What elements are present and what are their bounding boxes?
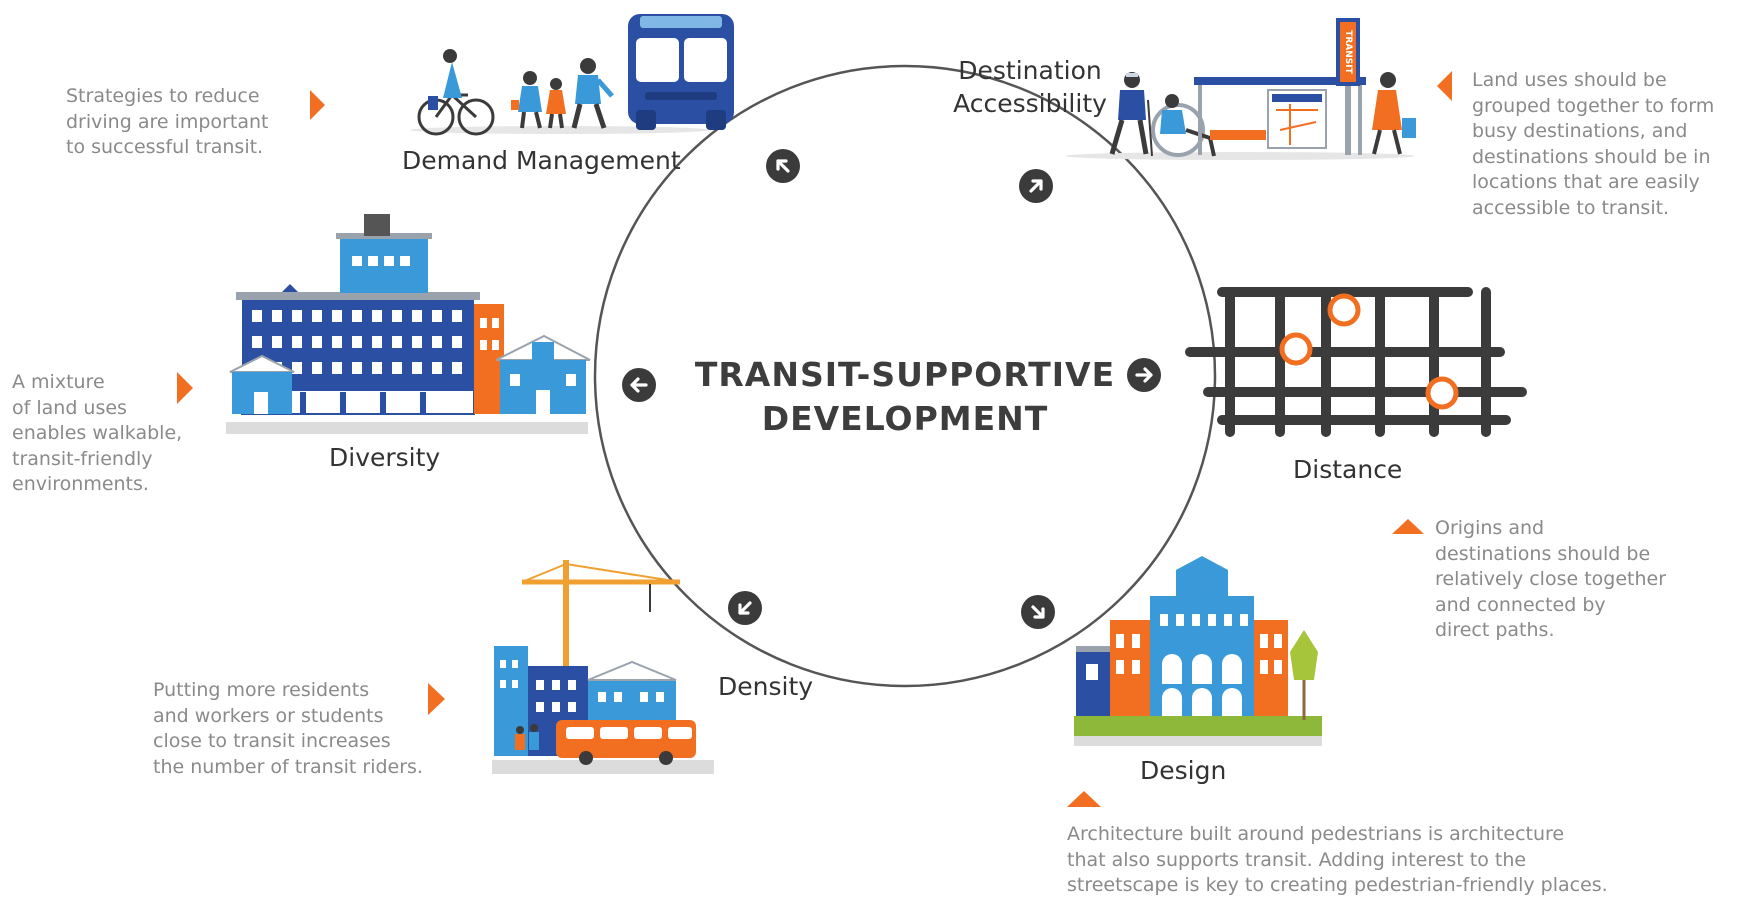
pointer-triangle-density: [428, 683, 445, 715]
design-label: Design: [1140, 756, 1227, 785]
density-description: Putting more residents and workers or st…: [153, 679, 423, 778]
arrow-icon-down-right: [1021, 595, 1055, 629]
arrow-icon-right: [1127, 358, 1161, 392]
pointer-triangle-demand: [310, 90, 325, 120]
center-title-line1: TRANSIT-SUPPORTIVE: [694, 355, 1116, 394]
demand-management-label: Demand Management: [402, 146, 681, 175]
arrow-icon-left: [622, 368, 656, 402]
destination-accessibility-label: Destination Accessibility: [953, 56, 1107, 118]
destination-accessibility-description: Land uses should be grouped together to …: [1472, 69, 1715, 219]
distance-label: Distance: [1293, 455, 1403, 484]
family-figures: [511, 58, 614, 129]
diversity-description: A mixture of land uses enables walkable,…: [12, 371, 183, 495]
arrow-icon-up-right: [1019, 169, 1053, 203]
transit-sign-text: TRANSIT: [1343, 30, 1353, 74]
arrow-icon-up-left: [766, 149, 800, 183]
distance-grid-nodes: [1279, 293, 1459, 410]
cycle-circle: [593, 64, 1217, 688]
center-title: TRANSIT-SUPPORTIVE DEVELOPMENT: [690, 353, 1120, 441]
pointer-triangle-destination: [1437, 71, 1452, 101]
center-title-line2: DEVELOPMENT: [761, 399, 1049, 438]
distance-grid-illustration: [1185, 287, 1527, 437]
pointer-triangle-design: [1067, 791, 1101, 807]
diversity-illustration: [226, 214, 591, 434]
pointer-triangle-distance: [1392, 519, 1424, 534]
destination-accessibility-illustration: TRANSIT: [1065, 18, 1416, 160]
arrow-icon-down-left: [728, 591, 762, 625]
cyclist-figure: [417, 49, 495, 136]
distance-description: Origins and destinations should be relat…: [1435, 517, 1667, 641]
design-description: Architecture built around pedestrians is…: [1067, 823, 1608, 896]
demand-management-description: Strategies to reduce driving are importa…: [66, 85, 269, 158]
density-label: Density: [718, 672, 814, 701]
design-illustration: [1074, 556, 1322, 746]
bus-front: [628, 14, 734, 130]
diversity-label: Diversity: [329, 443, 441, 472]
density-illustration: [492, 560, 714, 774]
pointer-triangle-diversity: [177, 372, 193, 404]
demand-management-illustration: [410, 14, 734, 136]
